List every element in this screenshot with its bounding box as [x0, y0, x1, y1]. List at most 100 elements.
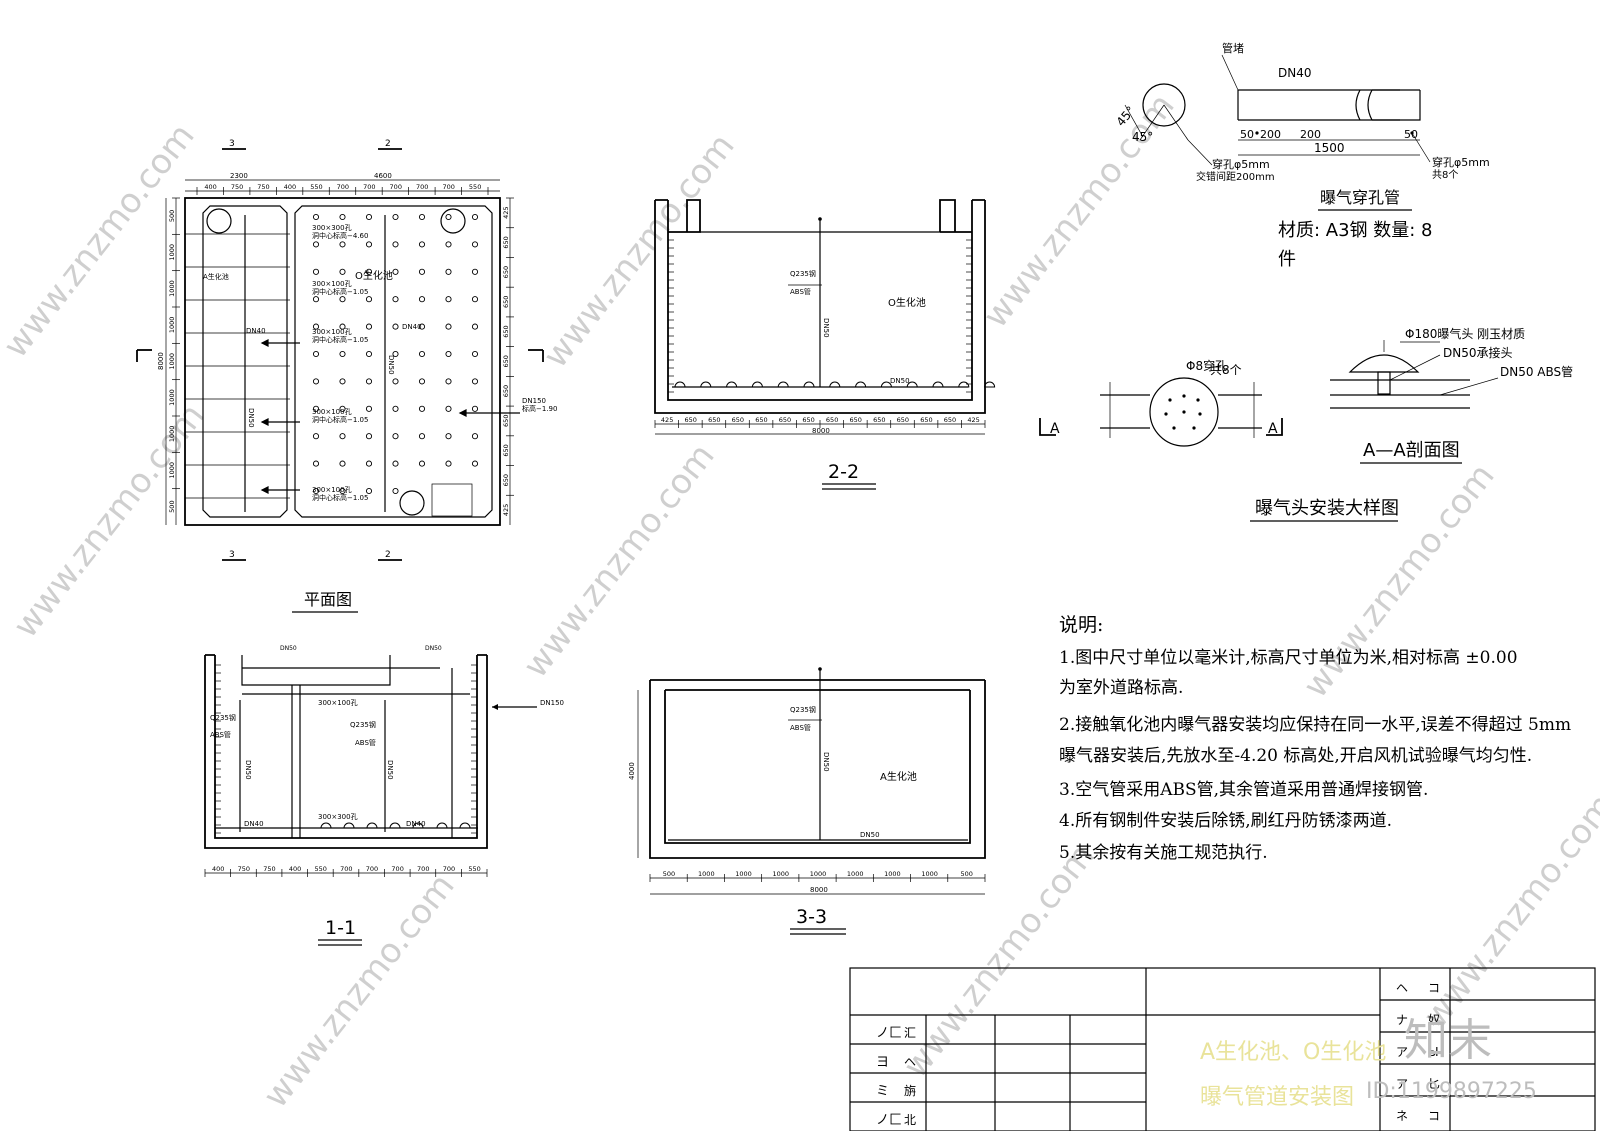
- tb-row-mark: 北: [904, 1113, 916, 1127]
- sec11-title: 1-1: [325, 917, 356, 939]
- tb-right2: コ: [1428, 1109, 1440, 1123]
- notes-heading: 说明:: [1059, 614, 1104, 636]
- plan-right-label: O生化池: [355, 269, 393, 282]
- aerator-dot: [339, 433, 346, 440]
- sec33-title: 3-3: [796, 906, 827, 928]
- pipe-dim: 200: [1300, 128, 1321, 141]
- aerator-dot: [418, 323, 426, 330]
- aerator-dot: [312, 350, 320, 358]
- aerator-dot: [365, 213, 373, 221]
- aerator-dot: [392, 323, 399, 330]
- pipe-hole-note: 共8个: [1432, 169, 1458, 181]
- dim-label: 1000: [168, 353, 176, 370]
- plan-note: 洞中心标高−1.05: [312, 335, 368, 344]
- aerator-head: [777, 381, 789, 388]
- aerator-head: [958, 381, 970, 388]
- aerator-cut: A: [1268, 421, 1278, 437]
- aerator-dot: [392, 241, 399, 248]
- dim-label: 1000: [168, 426, 176, 443]
- aerator-head: [751, 381, 763, 388]
- aerator-dot: [392, 378, 399, 385]
- dim-label: 700: [340, 865, 352, 873]
- plan-right-tank: [294, 205, 493, 518]
- aerator-dot: [312, 296, 320, 303]
- sec33-dn-label: DN50: [822, 752, 830, 772]
- aerator-holes: [1164, 394, 1202, 430]
- tb-right: ナ: [1396, 1013, 1408, 1027]
- tb-drawing-name: 曝气管道安装图: [1200, 1085, 1354, 1110]
- section-mark: 2: [385, 550, 391, 560]
- tb-right: ネ: [1396, 1109, 1408, 1123]
- aerator-head: [436, 822, 448, 829]
- plan-note: DN150: [522, 397, 546, 405]
- aerator-dot: [445, 241, 452, 248]
- aerator-head: [726, 381, 738, 388]
- aerator-dot: [418, 433, 426, 440]
- tb-right: ヘ: [1396, 981, 1408, 995]
- aerator-detail-title: 曝气头安装大样图: [1255, 498, 1399, 519]
- plan-note: 300×100孔: [312, 486, 352, 494]
- aerator-dot: [365, 460, 373, 467]
- dim-label: 750: [231, 183, 243, 191]
- aerator-dot: [392, 213, 399, 221]
- aeration-pipe-detail: 45° 45° 管堵 DN40 50 200 200 50 1500 穿孔φ5m…: [1114, 41, 1490, 270]
- sec11-label: DN40: [244, 820, 264, 828]
- dim-label: 650: [502, 474, 510, 486]
- tb-row-mark: ヘ: [904, 1055, 916, 1069]
- dim-label: 650: [502, 415, 510, 427]
- sec11-aerators: [320, 822, 471, 829]
- dim-label: 500: [961, 870, 973, 878]
- aerator-head: [700, 381, 712, 388]
- tb-right2: 匕: [1428, 1077, 1440, 1091]
- sec11-label: DN40: [406, 820, 426, 828]
- dim-label: 550: [315, 865, 327, 873]
- aerator-dot: [445, 323, 452, 330]
- dim-label: 425: [967, 416, 979, 424]
- aerator-head: [320, 822, 332, 829]
- aerator-dot: [392, 350, 399, 358]
- aerator-head: [459, 822, 471, 829]
- aerator-dot: [339, 350, 346, 358]
- tb-right: ア: [1396, 1077, 1408, 1091]
- aerator-dot: [392, 460, 399, 467]
- watermark-text: www.znzmo.com: [516, 436, 723, 685]
- aerator-dot: [365, 487, 373, 495]
- dim-label: 650: [502, 385, 510, 397]
- tb-row: ミ: [876, 1084, 889, 1099]
- plan-note: 洞中心标高−1.05: [312, 287, 368, 296]
- aerator-cut: A: [1050, 421, 1060, 437]
- aerator-head: [412, 822, 424, 829]
- sec33-pipe-label: ABS管: [790, 723, 811, 732]
- sec11-label: ABS管: [210, 730, 231, 739]
- sec33-walls: [649, 679, 986, 859]
- dim-label: 400: [204, 183, 216, 191]
- aerator-hole: [1182, 410, 1186, 414]
- aerator-dot: [445, 296, 452, 303]
- pipe-elevation: [1237, 89, 1400, 121]
- plan-left-tank: [202, 205, 288, 518]
- dim-label: 425: [502, 504, 510, 516]
- dim-label: 1000: [168, 280, 176, 297]
- aerator-dot: [445, 405, 452, 412]
- dim-label: 550: [469, 183, 481, 191]
- aerator-dot: [339, 487, 346, 495]
- notes-line: 4.所有钢制件安装后除锈,刷红丹防锈漆两道.: [1059, 811, 1393, 831]
- plan-height: 8000: [157, 352, 165, 370]
- aerator-dot: [445, 268, 452, 275]
- sec11-label: ABS管: [355, 738, 376, 747]
- aerator-dot: [392, 296, 399, 303]
- section-mark: 2: [385, 139, 391, 149]
- aerator-head-label: Φ180曝气头 刚玉材质: [1405, 326, 1525, 341]
- dim-label: 550: [310, 183, 322, 191]
- aerator-dot: [445, 378, 452, 385]
- dim-label: 650: [502, 355, 510, 367]
- aerator-dot: [365, 433, 373, 440]
- aerator-dot: [365, 296, 373, 303]
- tb-row: ノ匚: [876, 1026, 902, 1041]
- aerator-head: [343, 822, 355, 829]
- aerator-hole: [1192, 426, 1196, 430]
